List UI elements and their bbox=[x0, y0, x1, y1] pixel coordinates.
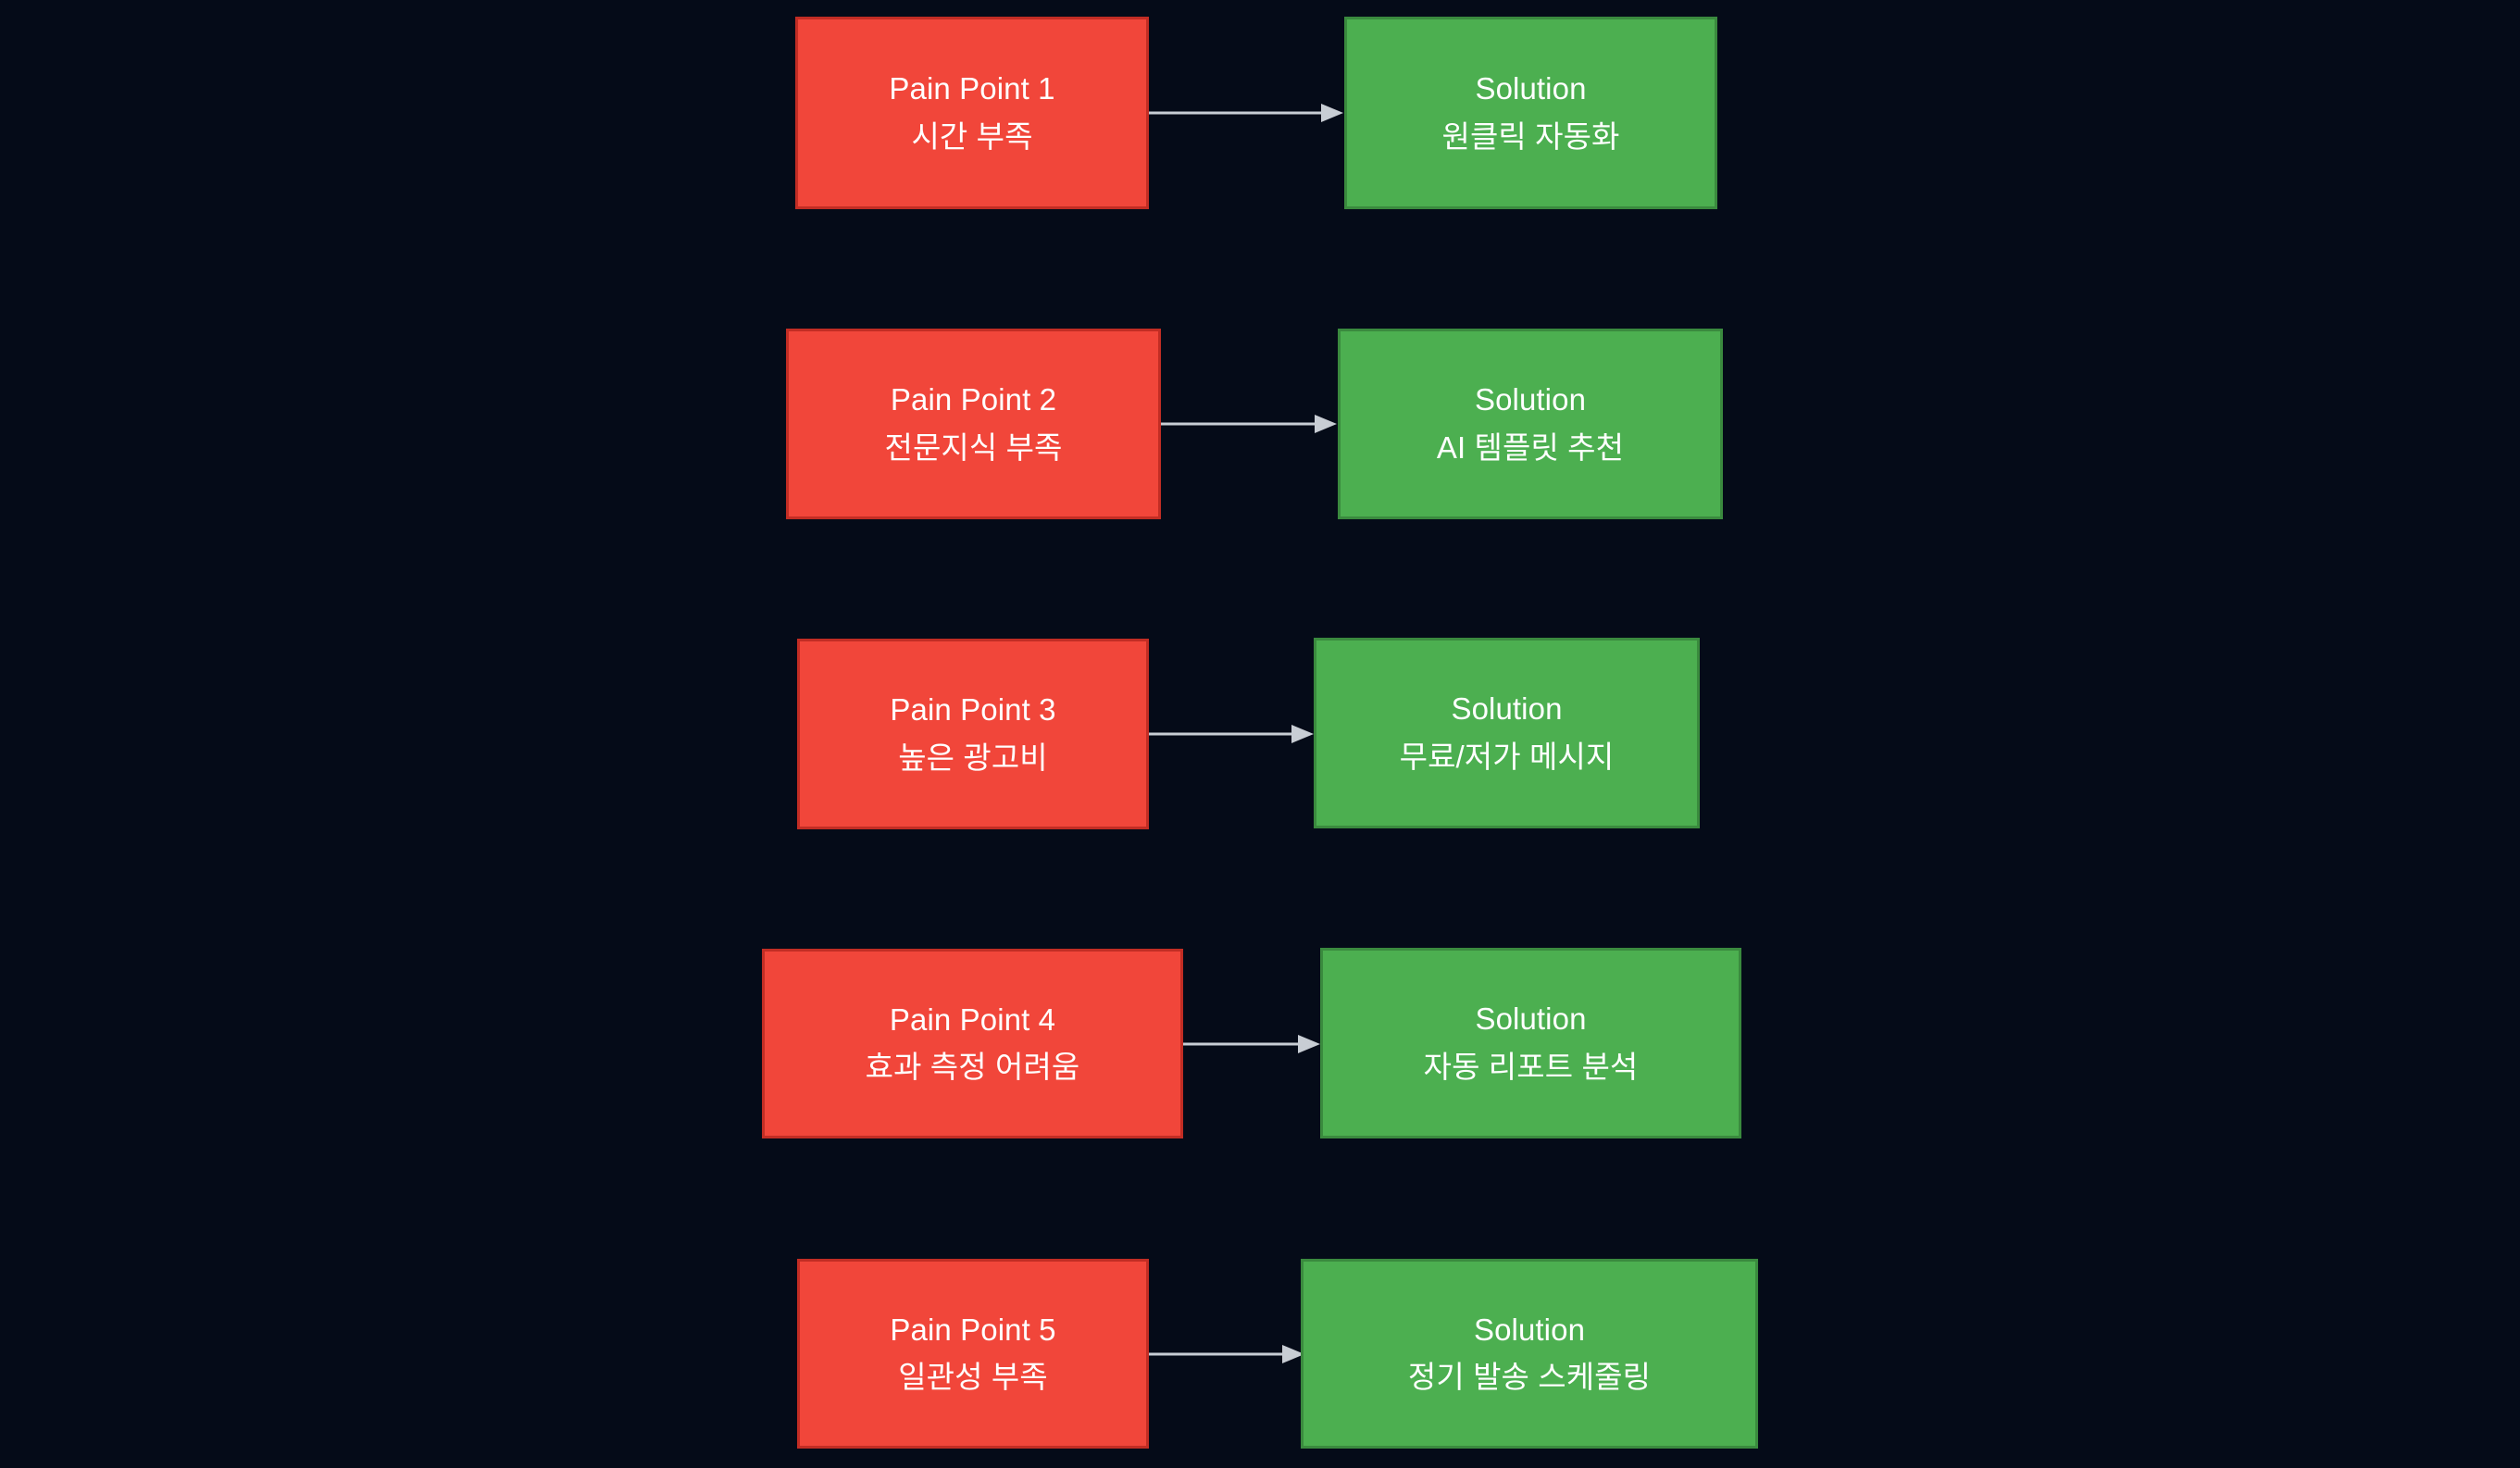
pain-point-node-4[interactable]: Pain Point 4 효과 측정 어려움 bbox=[762, 949, 1183, 1138]
arrow-connector-1 bbox=[1149, 103, 1345, 123]
pain-point-label: Pain Point 1 bbox=[889, 71, 1055, 106]
solution-label: Solution bbox=[1475, 1001, 1587, 1037]
pain-solution-row: Pain Point 4 효과 측정 어려움 Solution 자동 리포트 분… bbox=[0, 926, 2520, 1157]
pain-point-detail: 효과 측정 어려움 bbox=[865, 1050, 1080, 1084]
solution-label: Solution bbox=[1475, 71, 1587, 106]
solution-detail: 자동 리포트 분석 bbox=[1423, 1049, 1639, 1084]
pain-point-detail: 일관성 부족 bbox=[898, 1360, 1048, 1394]
solution-label: Solution bbox=[1474, 382, 1587, 417]
pain-solution-row: Pain Point 3 높은 광고비 Solution 무료/저가 메시지 bbox=[0, 616, 2520, 847]
arrow-connector-3 bbox=[1149, 724, 1316, 744]
arrow-connector-5 bbox=[1149, 1344, 1306, 1364]
solution-detail: 원클릭 자동화 bbox=[1441, 118, 1620, 154]
solution-node-2[interactable]: Solution AI 템플릿 추천 bbox=[1338, 329, 1723, 519]
arrow-connector-4 bbox=[1183, 1034, 1322, 1054]
pain-point-node-3[interactable]: Pain Point 3 높은 광고비 bbox=[797, 639, 1149, 829]
pain-point-node-1[interactable]: Pain Point 1 시간 부족 bbox=[795, 17, 1149, 209]
pain-solution-row: Pain Point 2 전문지식 부족 Solution AI 템플릿 추천 bbox=[0, 305, 2520, 537]
pain-point-label: Pain Point 2 bbox=[890, 382, 1057, 417]
pain-point-node-2[interactable]: Pain Point 2 전문지식 부족 bbox=[786, 329, 1161, 519]
solution-node-5[interactable]: Solution 정기 발송 스케줄링 bbox=[1301, 1259, 1758, 1449]
pain-point-detail: 높은 광고비 bbox=[898, 740, 1048, 775]
pain-solution-row: Pain Point 1 시간 부족 Solution 원클릭 자동화 bbox=[0, 0, 2520, 231]
solution-detail: AI 템플릿 추천 bbox=[1436, 429, 1625, 465]
pain-point-detail: 시간 부족 bbox=[911, 118, 1033, 154]
solution-node-3[interactable]: Solution 무료/저가 메시지 bbox=[1314, 638, 1700, 828]
pain-point-node-5[interactable]: Pain Point 5 일관성 부족 bbox=[797, 1259, 1149, 1449]
pain-solution-row: Pain Point 5 일관성 부족 Solution 정기 발송 스케줄링 bbox=[0, 1237, 2520, 1468]
pain-point-detail: 전문지식 부족 bbox=[884, 429, 1063, 465]
solution-node-1[interactable]: Solution 원클릭 자동화 bbox=[1344, 17, 1717, 209]
arrow-connector-2 bbox=[1161, 414, 1339, 434]
pain-point-label: Pain Point 5 bbox=[890, 1312, 1056, 1347]
solution-detail: 정기 발송 스케줄링 bbox=[1407, 1360, 1652, 1394]
solution-label: Solution bbox=[1451, 691, 1563, 727]
solution-detail: 무료/저가 메시지 bbox=[1399, 739, 1615, 774]
solution-node-4[interactable]: Solution 자동 리포트 분석 bbox=[1320, 948, 1741, 1138]
solution-label: Solution bbox=[1473, 1312, 1586, 1347]
pain-point-label: Pain Point 3 bbox=[890, 692, 1056, 728]
pain-point-label: Pain Point 4 bbox=[889, 1001, 1056, 1037]
